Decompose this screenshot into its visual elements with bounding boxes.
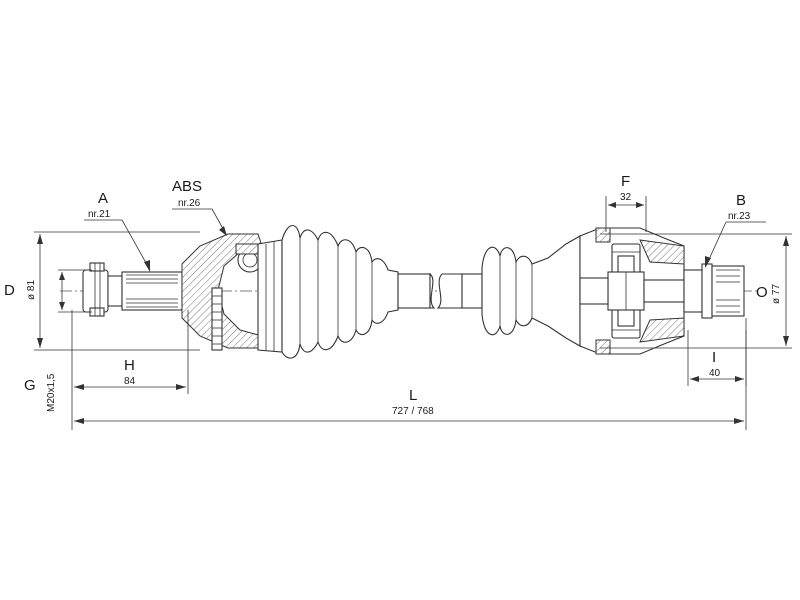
- value-g: M20x1,5: [46, 373, 57, 412]
- dimension-h: H 84: [71, 310, 189, 394]
- label-h: H: [124, 357, 135, 374]
- label-f: F: [621, 173, 630, 190]
- value-h: 84: [124, 376, 136, 387]
- note-abs: nr.26: [178, 198, 201, 209]
- dimension-f: F 32: [605, 173, 647, 232]
- inner-tripod-joint: [579, 227, 685, 355]
- left-spline: [121, 271, 183, 311]
- note-b: nr.23: [728, 211, 751, 222]
- value-f: 32: [620, 192, 632, 203]
- outer-boot: [281, 224, 399, 359]
- label-b: B: [736, 192, 746, 209]
- callout-a: A nr.21: [84, 190, 151, 272]
- label-abs: ABS: [172, 178, 202, 195]
- value-d: ø 81: [26, 280, 37, 300]
- label-o: O: [756, 284, 768, 301]
- value-l: 727 / 768: [392, 406, 434, 417]
- main-shaft: [397, 272, 483, 309]
- value-o: ø 77: [771, 284, 782, 304]
- note-a: nr.21: [88, 209, 111, 220]
- dimension-o: O ø 77: [600, 233, 792, 349]
- label-i: I: [712, 349, 716, 366]
- dimension-i: I 40: [687, 330, 747, 386]
- label-a: A: [98, 190, 108, 207]
- label-l: L: [409, 387, 417, 404]
- inner-boot: [481, 235, 581, 347]
- label-d: D: [4, 282, 15, 299]
- left-threaded-stub: [82, 262, 123, 317]
- outer-cv-joint: [181, 233, 283, 353]
- callout-abs: ABS nr.26: [172, 178, 227, 236]
- label-g: G: [24, 377, 36, 394]
- value-i: 40: [709, 368, 721, 379]
- dimension-d: D ø 81: [4, 231, 200, 351]
- dimension-g: G M20x1,5: [24, 269, 92, 412]
- right-spline: [683, 263, 745, 319]
- callout-b: B nr.23: [705, 192, 766, 268]
